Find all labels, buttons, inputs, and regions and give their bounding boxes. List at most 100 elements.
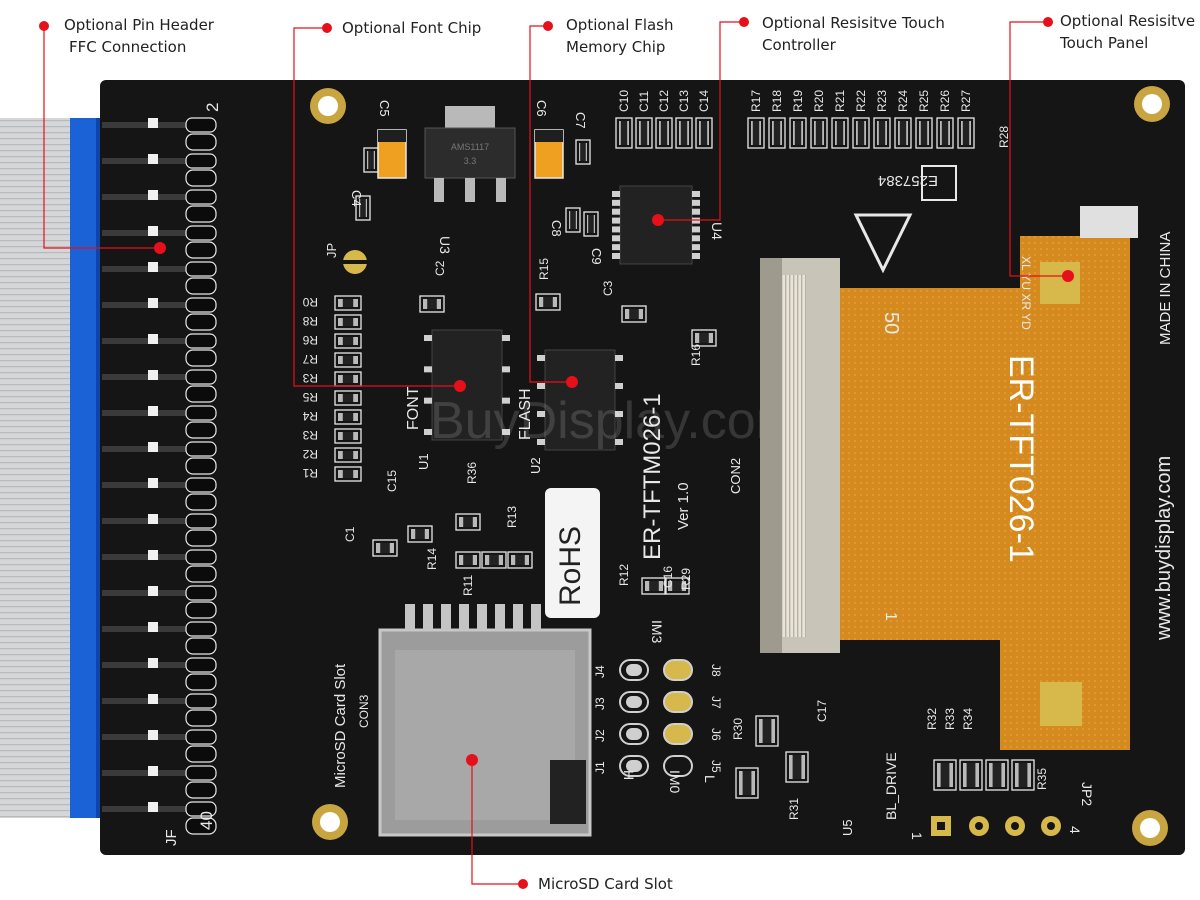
svg-text:R12: R12: [617, 564, 631, 586]
svg-text:R16: R16: [689, 344, 703, 366]
font-chip-label: FONT: [405, 386, 422, 430]
svg-text:RoHS: RoHS: [554, 526, 587, 606]
header-pin: [148, 334, 158, 344]
header-pad: [185, 493, 217, 511]
header-pad: [185, 457, 217, 475]
header-pad: [185, 169, 217, 187]
svg-text:R19: R19: [791, 90, 805, 112]
header-pin: [148, 298, 158, 308]
svg-text:C7: C7: [573, 112, 588, 129]
header-trace: [102, 194, 190, 200]
jp-solder-jumper: [343, 250, 367, 274]
header-pin: [148, 586, 158, 596]
svg-text:1: 1: [882, 612, 899, 621]
header-pad: [185, 205, 217, 223]
svg-text:U1: U1: [416, 453, 431, 470]
pin-40-label: 40: [197, 811, 216, 830]
svg-text:R15: R15: [537, 258, 551, 280]
header-pin: [148, 118, 158, 128]
header-pad: [185, 693, 217, 709]
header-pin: [148, 262, 158, 272]
svg-text:CON3: CON3: [357, 694, 371, 728]
header-trace: [102, 554, 190, 560]
header-pad: [185, 133, 217, 151]
regulator-u3: AMS1117 3.3: [424, 106, 516, 202]
header-trace: [102, 806, 190, 812]
svg-text:J4: J4: [593, 665, 607, 678]
header-pad: [185, 421, 217, 439]
pcb-board: [100, 80, 1185, 855]
svg-text:R27: R27: [959, 90, 973, 112]
svg-text:R35: R35: [1035, 768, 1049, 790]
callout-leaders: [43, 21, 1068, 885]
svg-text:R33: R33: [943, 708, 957, 730]
svg-text:JP2: JP2: [1079, 782, 1095, 806]
header-pad: [185, 349, 217, 367]
header-pad: [185, 601, 217, 619]
header-pad: [185, 277, 217, 295]
svg-text:R28: R28: [997, 126, 1011, 148]
header-pad: [185, 621, 217, 637]
svg-text:C5: C5: [377, 100, 392, 117]
svg-text:R18: R18: [770, 90, 784, 112]
header-pin: [148, 190, 158, 200]
svg-text:R23: R23: [875, 90, 889, 112]
svg-text:R5: R5: [302, 390, 318, 404]
svg-text:C11: C11: [637, 91, 651, 112]
microsd-card-slot: [378, 604, 592, 837]
made-in-label: MADE IN CHINA: [1157, 232, 1174, 345]
header-trace: [102, 374, 190, 380]
touch-pins-label: XL YU XR YD: [1019, 256, 1033, 330]
svg-text:U2: U2: [528, 457, 543, 474]
font-chip-u1: [424, 329, 510, 441]
svg-text:R25: R25: [917, 90, 931, 112]
svg-text:J2: J2: [593, 729, 607, 742]
callout-touch-controller: Optional Resisitve Touch Controller: [762, 14, 945, 54]
svg-text:C8: C8: [549, 220, 564, 237]
svg-text:C2: C2: [433, 260, 447, 276]
website-label: www.buydisplay.com: [1153, 456, 1175, 641]
callout-microsd: MicroSD Card Slot: [538, 875, 673, 893]
header-pad: [185, 153, 217, 169]
header-pad: [185, 261, 217, 277]
svg-text:R2: R2: [302, 447, 318, 461]
svg-text:JP: JP: [324, 243, 339, 258]
version-label: Ver 1.0: [675, 482, 692, 530]
header-pin: [148, 766, 158, 776]
header-pad: [185, 529, 217, 547]
svg-text:C12: C12: [657, 90, 671, 112]
header-pin: [148, 514, 158, 524]
header-trace: [102, 518, 190, 524]
svg-text:R8: R8: [302, 314, 318, 328]
pin-2-label: 2: [203, 103, 222, 112]
svg-text:R24: R24: [896, 90, 910, 112]
svg-text:C15: C15: [385, 470, 399, 492]
svg-text:R0: R0: [302, 295, 318, 309]
header-trace: [102, 734, 190, 740]
header-pin: [148, 802, 158, 812]
header-pad: [185, 817, 217, 835]
header-pin: [148, 226, 158, 236]
svg-text:1: 1: [909, 832, 925, 840]
tantalum-capacitors: [377, 129, 564, 179]
svg-text:4: 4: [1067, 826, 1083, 834]
callout-touch-panel: Optional Resisitve Touch Panel: [1060, 12, 1196, 52]
svg-text:R1: R1: [302, 466, 318, 480]
jf-label: JF: [163, 829, 180, 846]
header-trace: [102, 626, 190, 632]
svg-text:R36: R36: [465, 462, 479, 484]
svg-text:R13: R13: [505, 506, 519, 528]
model-label: ER-TFTM026-1: [639, 393, 666, 560]
svg-text:J8: J8: [709, 664, 723, 677]
svg-text:R3: R3: [302, 428, 318, 442]
svg-text:C4: C4: [349, 190, 364, 207]
header-pad: [185, 565, 217, 583]
svg-text:3.3: 3.3: [464, 156, 477, 166]
callout-pin-header: Optional Pin Header FFC Connection: [64, 16, 214, 56]
svg-text:U3: U3: [437, 236, 453, 254]
header-pad: [185, 765, 217, 781]
svg-text:U5: U5: [840, 819, 855, 836]
svg-text:R32: R32: [925, 708, 939, 730]
header-pad: [185, 709, 217, 727]
